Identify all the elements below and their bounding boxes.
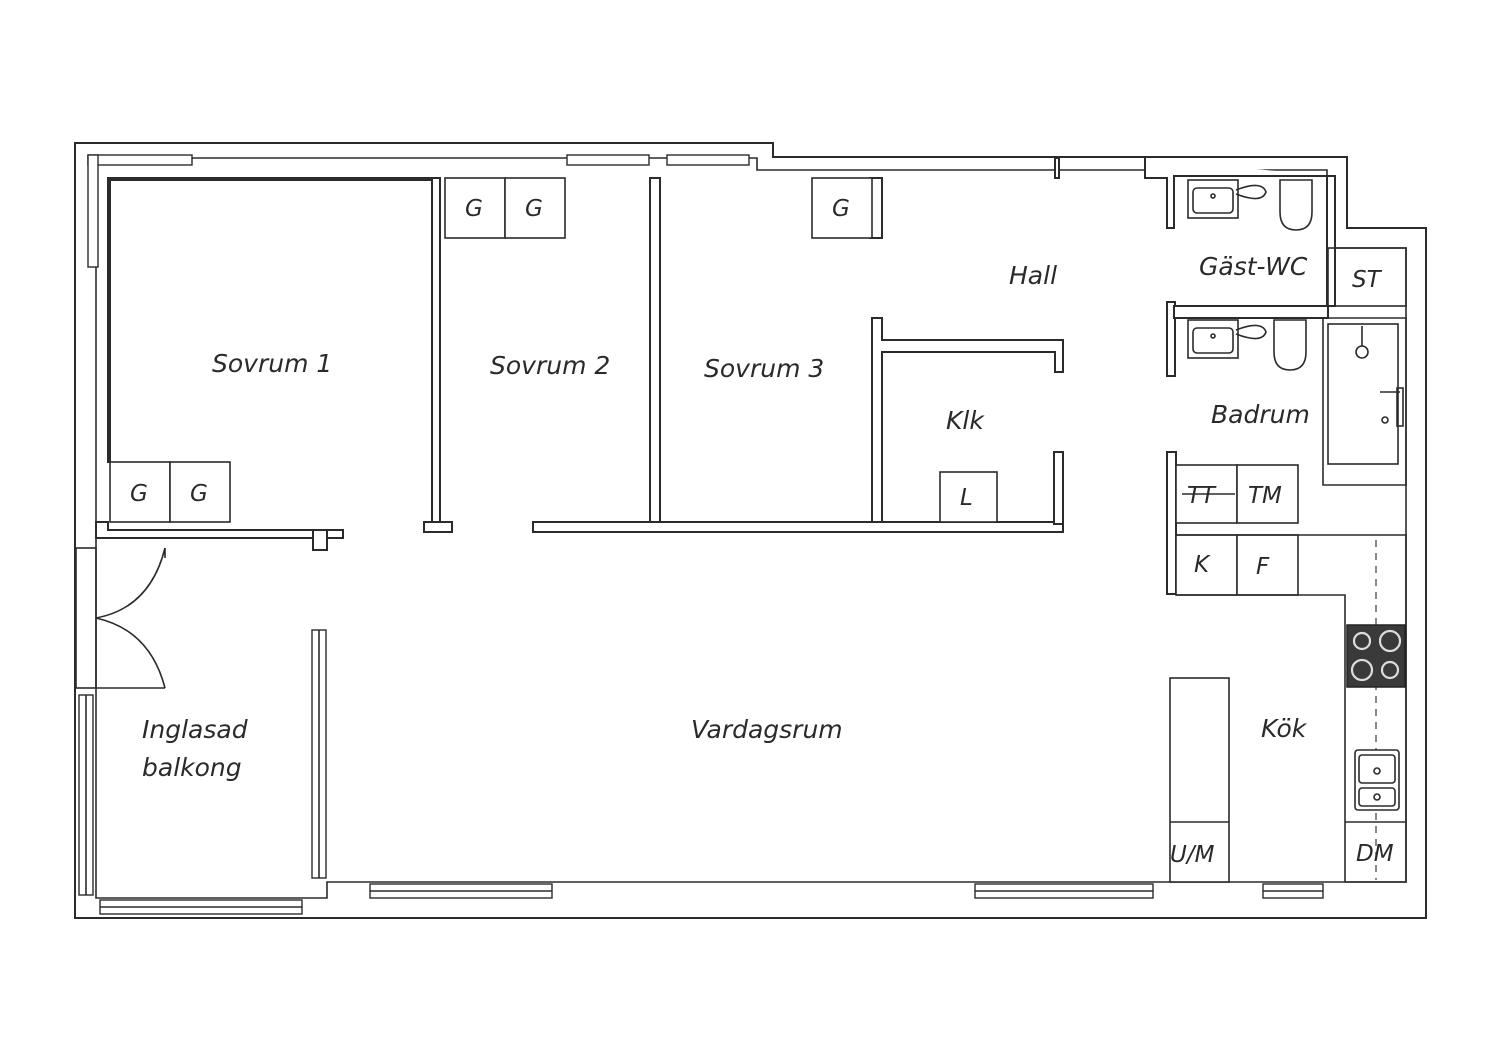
- balcony-doors: [75, 547, 166, 689]
- freezer-label: F: [1256, 554, 1270, 580]
- cabinets: [109, 177, 1407, 883]
- storage-label: ST: [1352, 267, 1383, 293]
- linen-cabinet-label: L: [960, 485, 973, 511]
- hob-icon: [1346, 624, 1406, 688]
- room-label-sovrum-2: Sovrum 2: [490, 351, 610, 380]
- washing-machine-label: TM: [1248, 483, 1282, 509]
- room-label-sovrum-1: Sovrum 1: [212, 349, 332, 378]
- room-label-balkong-1: Inglasad: [142, 715, 248, 744]
- room-label-balkong-2: balkong: [142, 753, 242, 782]
- tumble-dryer-label: TT: [1187, 483, 1217, 509]
- room-label-hall: Hall: [1009, 261, 1057, 290]
- guest-wc-fixtures: [1187, 179, 1313, 231]
- wardrobe-label: G: [832, 196, 850, 222]
- room-label-gast-wc: Gäst-WC: [1199, 252, 1308, 281]
- wardrobe-label: G: [190, 481, 208, 507]
- room-labels: Sovrum 1 Sovrum 2 Sovrum 3 Hall Gäst-WC …: [142, 252, 1310, 782]
- windows: [78, 154, 1324, 915]
- wardrobe-label: G: [130, 481, 148, 507]
- kitchen-sink-icon: [1354, 749, 1400, 811]
- room-label-sovrum-3: Sovrum 3: [704, 354, 824, 383]
- room-label-klk: Klk: [946, 406, 985, 435]
- wardrobe-label: G: [525, 196, 543, 222]
- dishwasher-label: DM: [1356, 841, 1394, 867]
- room-label-badrum: Badrum: [1211, 400, 1310, 429]
- oven-microwave-label: U/M: [1170, 842, 1215, 868]
- fridge-label: K: [1194, 552, 1211, 578]
- room-label-vardagsrum: Vardagsrum: [691, 715, 843, 744]
- cabinet-labels: G G G G G L ST TT TM K F U/M DM: [130, 196, 1394, 868]
- wardrobe-label: G: [465, 196, 483, 222]
- interior-walls: [95, 157, 1407, 595]
- room-label-kok: Kök: [1261, 714, 1308, 743]
- bathroom-fixtures: [1187, 319, 1404, 465]
